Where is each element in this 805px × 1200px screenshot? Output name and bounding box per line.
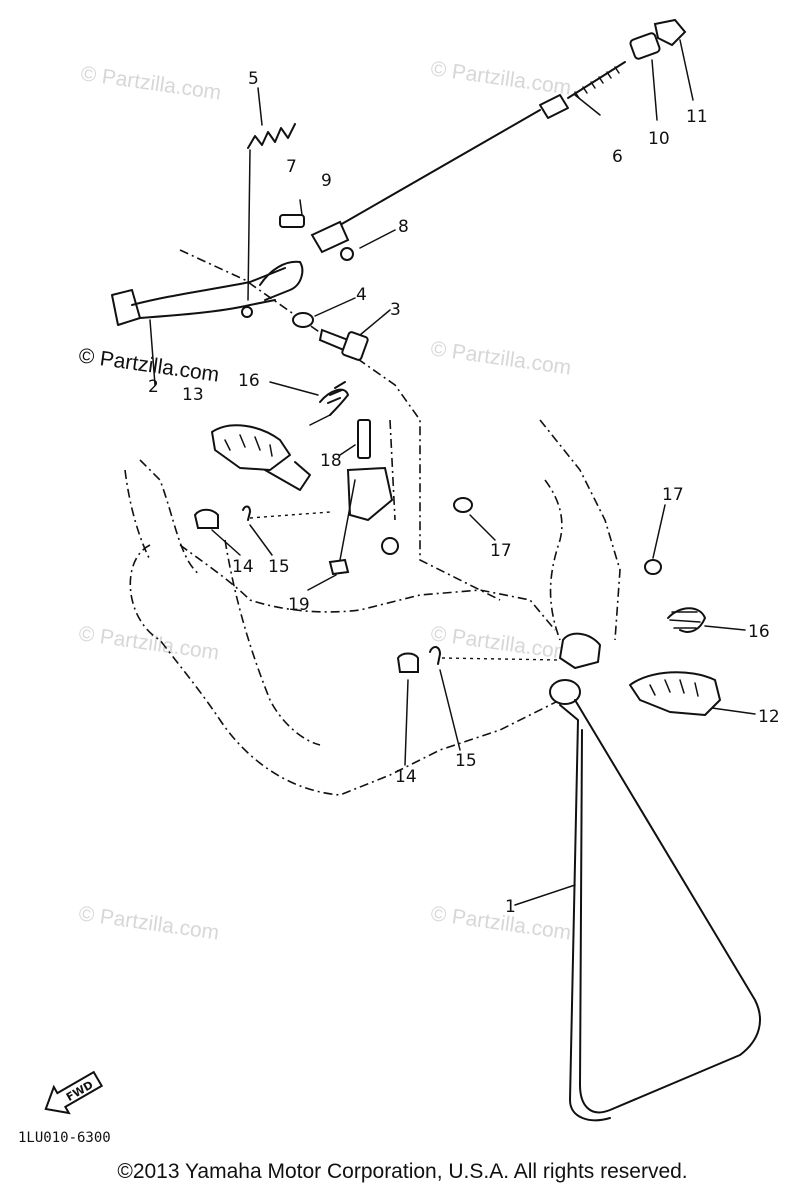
callout-9: 9 (321, 171, 332, 191)
frame-outline (124, 249, 621, 796)
callout-12: 12 (758, 707, 780, 727)
watermark: © Partzilla.com (79, 62, 222, 104)
callout-14-left: 14 (232, 557, 254, 577)
part-callouts: 5 7 9 8 6 10 11 4 3 2 16 13 18 17 17 14 … (148, 69, 780, 917)
callout-16-left: 16 (238, 371, 260, 391)
watermark: © Partzilla.com (429, 57, 572, 99)
washers (453, 497, 662, 575)
brake-rod (339, 61, 626, 226)
callout-2: 2 (148, 377, 159, 397)
brake-pedal (111, 260, 304, 326)
callout-10: 10 (648, 129, 670, 149)
pivot-bolt (292, 312, 369, 361)
callout-6: 6 (612, 147, 623, 167)
rod-clevis (279, 199, 354, 261)
drawing-code: 1LU010-6300 (18, 1130, 111, 1146)
return-spring (247, 123, 296, 301)
side-stand (549, 679, 761, 1122)
watermark: © Partzilla.com (77, 622, 220, 664)
callout-17-left: 17 (490, 541, 512, 561)
watermark: © Partzilla.com (429, 337, 572, 379)
footrest-right (558, 607, 721, 716)
leader-lines (149, 39, 756, 906)
pins-and-clips (193, 505, 561, 673)
footrest-left (211, 381, 349, 491)
fwd-arrow: FWD (44, 1070, 104, 1115)
callout-5: 5 (248, 69, 259, 89)
callout-11: 11 (686, 107, 708, 127)
callout-15-right: 15 (455, 751, 477, 771)
adjuster-nut (629, 18, 687, 60)
watermark: © Partzilla.com (429, 902, 572, 944)
copyright-notice: ©2013 Yamaha Motor Corporation, U.S.A. A… (117, 1160, 688, 1183)
callout-19: 19 (288, 595, 310, 615)
callout-15-left: 15 (268, 557, 290, 577)
callout-17-right: 17 (662, 485, 684, 505)
footrest-bracket (328, 419, 399, 576)
callout-18: 18 (320, 451, 342, 471)
callout-4: 4 (356, 285, 367, 305)
callout-13: 13 (182, 385, 204, 405)
callout-16-right: 16 (748, 622, 770, 642)
callout-8: 8 (398, 217, 409, 237)
watermark: © Partzilla.com (77, 902, 220, 944)
callout-1: 1 (505, 897, 516, 917)
callout-3: 3 (390, 300, 401, 320)
callout-14-right: 14 (395, 767, 417, 787)
callout-7: 7 (286, 157, 297, 177)
